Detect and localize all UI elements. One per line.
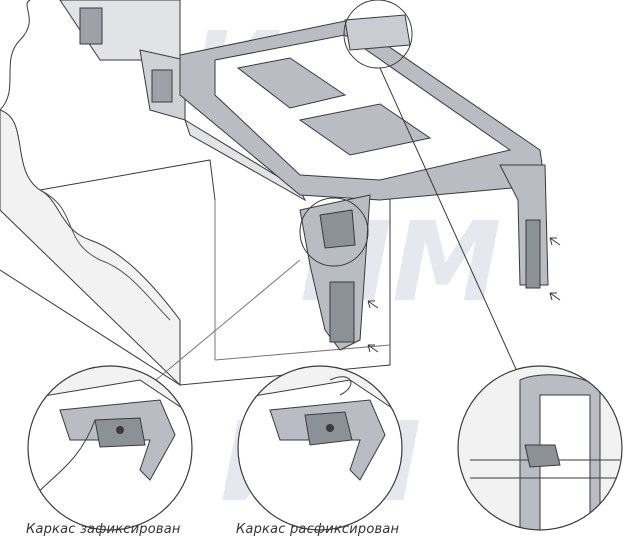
detail-bracket (457, 365, 623, 531)
pullout-frame (179, 14, 549, 351)
mounting-bracket-right (525, 219, 541, 289)
mounting-bracket-left (329, 281, 355, 343)
mounting-bracket-icon (524, 444, 561, 468)
pointer-arrow-icon (367, 237, 561, 353)
latch-mechanism (319, 209, 356, 249)
leader-line-2 (149, 259, 301, 386)
detail-unlocked (237, 365, 403, 531)
slide-rails (59, 0, 307, 202)
rail-bracket-lower (151, 69, 173, 103)
rail-bracket-upper (79, 7, 103, 45)
caption-locked: Каркас зафиксирован (26, 522, 181, 537)
leader-line (379, 67, 521, 379)
callout-circle-top (343, 0, 413, 69)
callout-circle-middle (299, 197, 369, 267)
caption-unlocked: Каркас расфиксирован (236, 522, 400, 537)
callout-marks (149, 0, 521, 386)
cabinet (0, 0, 391, 387)
detail-locked (27, 365, 193, 531)
